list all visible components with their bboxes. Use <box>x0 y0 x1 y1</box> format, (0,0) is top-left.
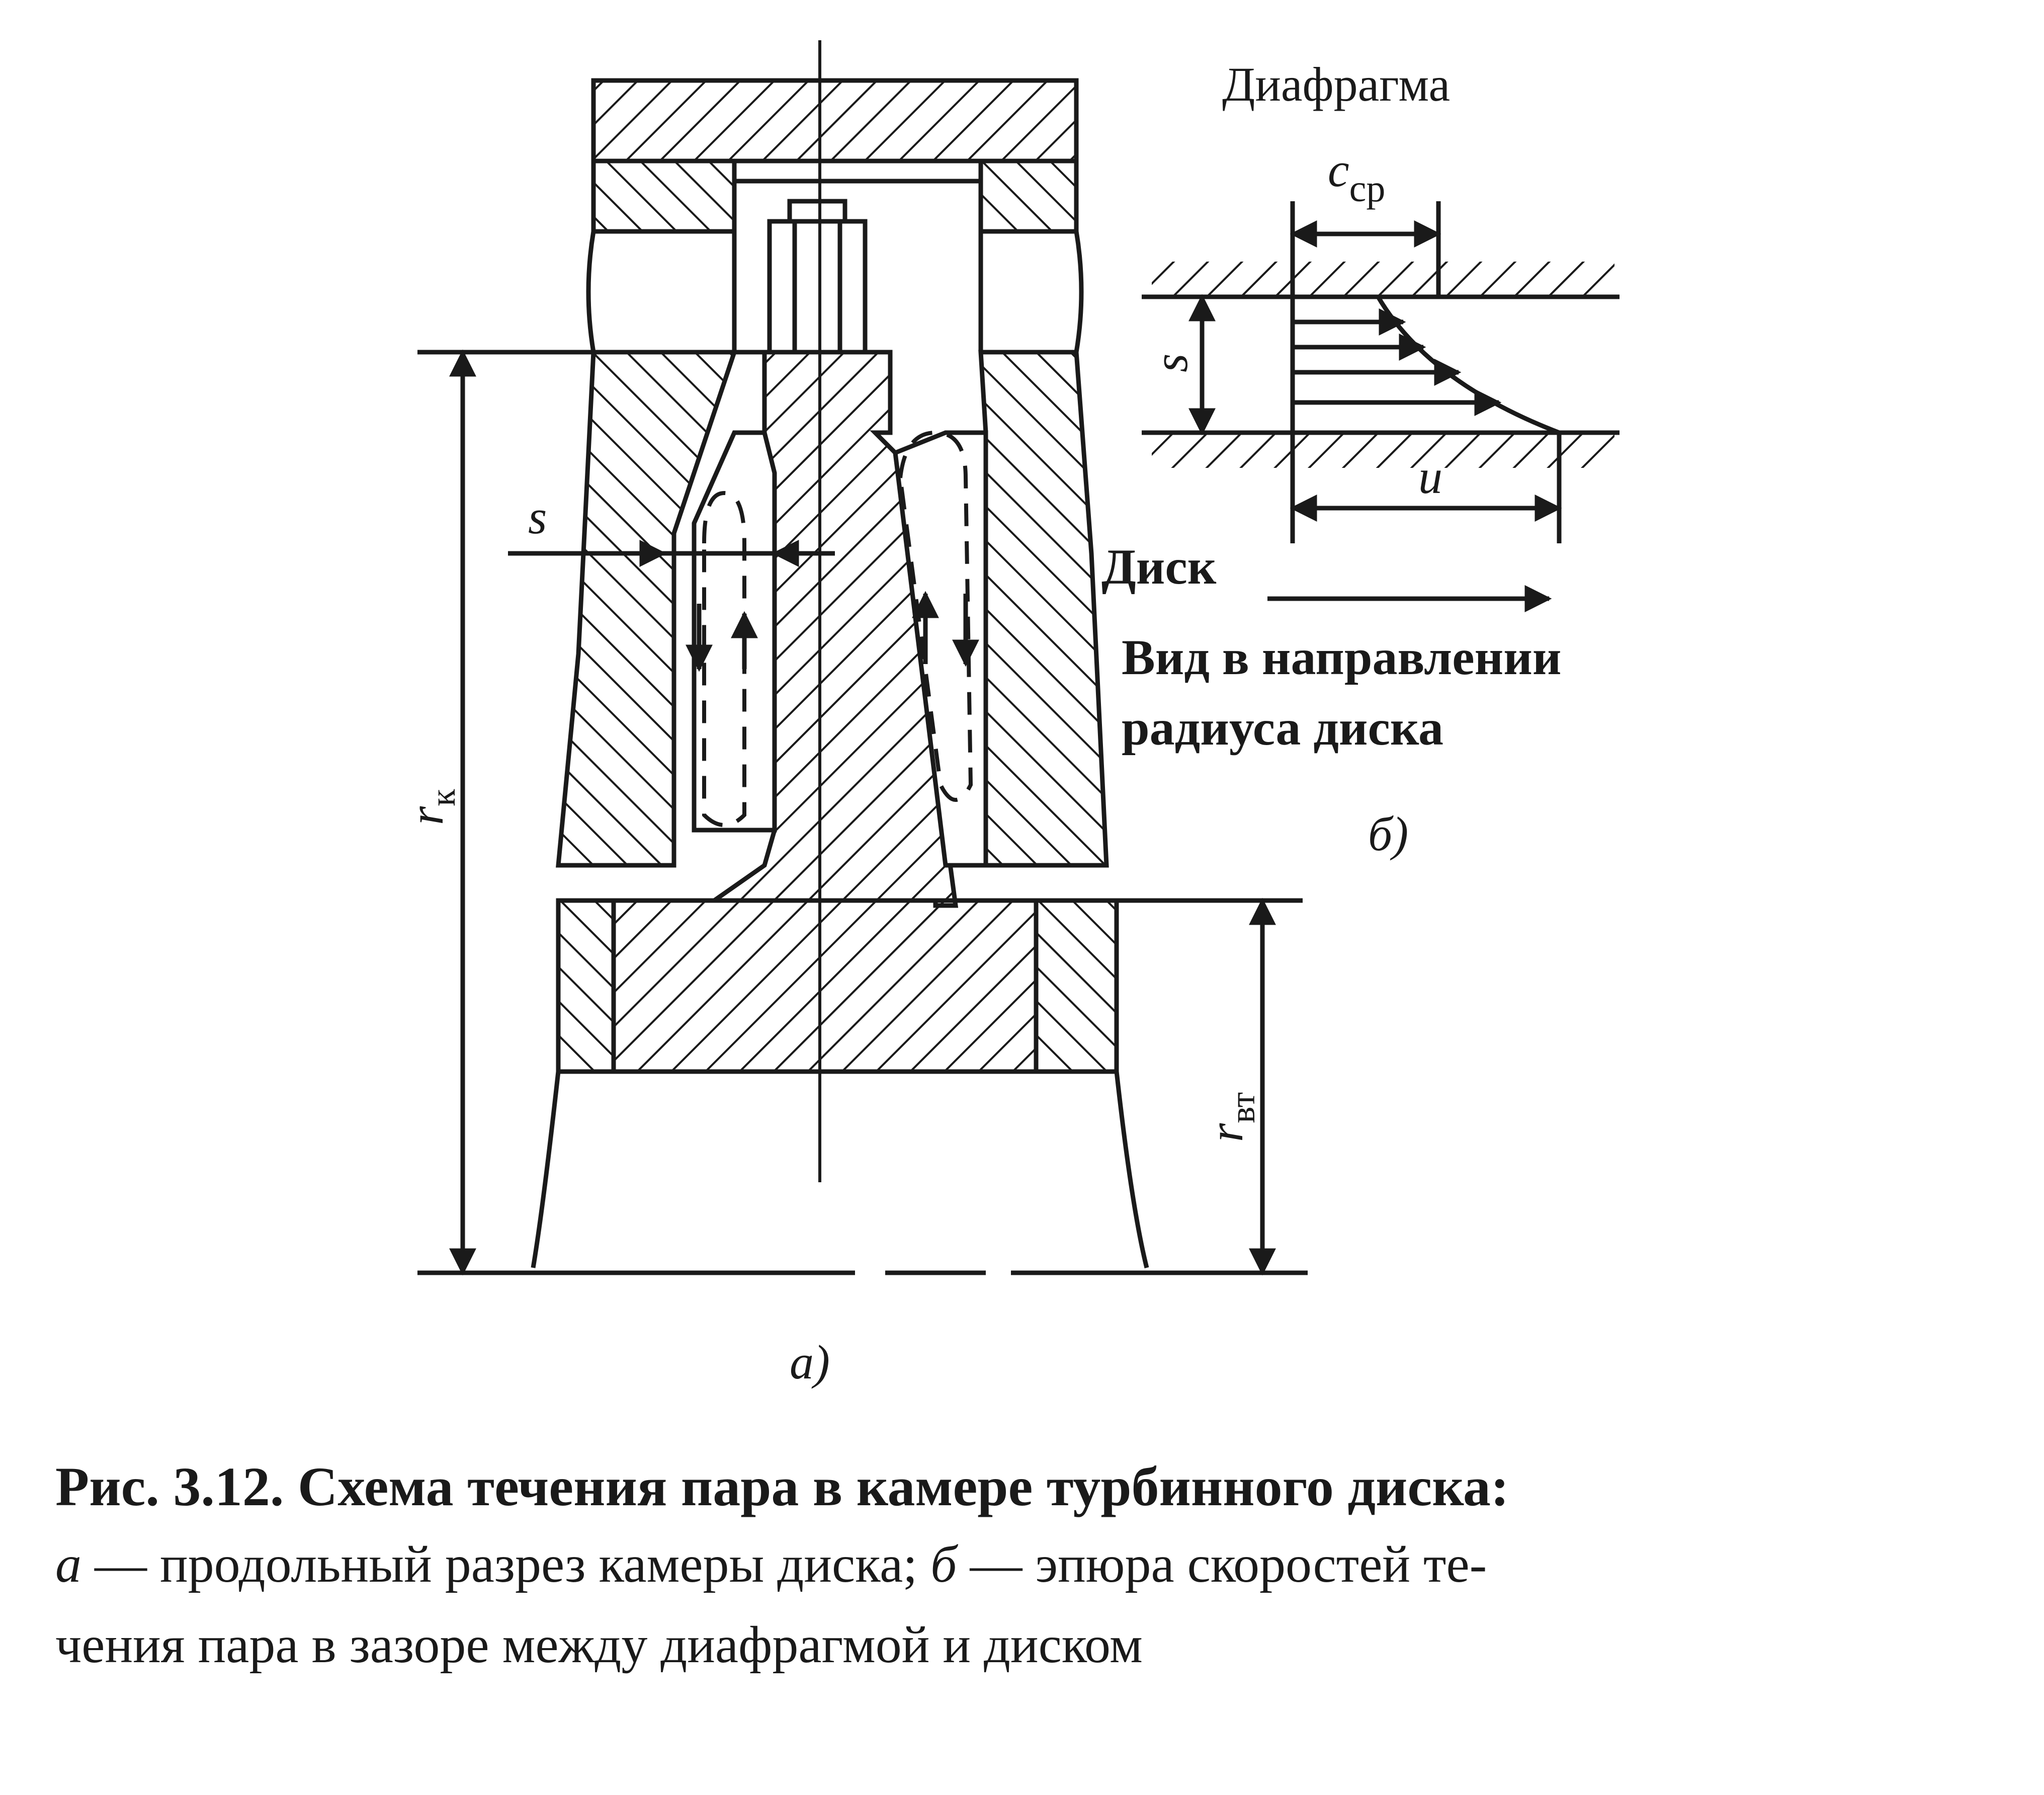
caption-line-2: чения пара в зазоре между диафрагмой и д… <box>55 1616 1143 1674</box>
label-c-sr: cср <box>1328 143 1385 210</box>
panel-label-a: а) <box>790 1335 830 1389</box>
figure-caption: Рис. 3.12. Схема течения пара в камере т… <box>55 1449 1992 1685</box>
hub-center <box>611 898 1039 1074</box>
figure-canvas: s rк rвт а) Диафрагма cср s <box>399 40 1620 1389</box>
label-s-b: s <box>1144 354 1198 372</box>
label-disk: Диск <box>1101 539 1217 595</box>
diaphragm-right-seal <box>978 158 1079 234</box>
caption-b-letter: б <box>930 1535 957 1593</box>
diaphragm-top-block <box>591 78 1079 164</box>
panel-label-b: б) <box>1368 807 1408 861</box>
label-u: u <box>1418 450 1442 504</box>
caption-a-text: — продольный разрез камеры диска; <box>81 1535 931 1593</box>
velocity-profile-curve <box>1376 295 1560 435</box>
label-view-line2: радиуса диска <box>1122 700 1443 756</box>
diaphragm-left-seal <box>591 158 737 234</box>
label-diaphragm: Диафрагма <box>1222 57 1450 111</box>
hub-left <box>556 898 616 1074</box>
label-rvt: rвт <box>1199 1092 1262 1142</box>
hub-right <box>1034 898 1119 1074</box>
caption-a-letter: а <box>55 1535 81 1593</box>
right-chamber-channel <box>893 430 988 868</box>
disk-right-rim <box>978 350 1109 868</box>
bolt-body <box>767 219 868 355</box>
right-flow-loop <box>898 430 973 802</box>
left-flow-loop <box>702 491 746 827</box>
section-view-a <box>417 40 1308 1276</box>
label-rk: rк <box>399 789 463 825</box>
caption-line-1: а — продольный разрез камеры диска; б — … <box>55 1524 1992 1605</box>
velocity-profile-b <box>1142 201 1620 612</box>
label-s-a: s <box>528 490 547 544</box>
disk-left-rim <box>556 350 738 868</box>
caption-b-text: — эпюра скоростей те- <box>957 1535 1487 1593</box>
bolt-head <box>787 199 847 224</box>
chamber-outline <box>732 179 983 352</box>
label-view-line1: Вид в направлении <box>1122 629 1561 685</box>
caption-title: Рис. 3.12. Схема течения пара в камере т… <box>55 1456 1509 1517</box>
